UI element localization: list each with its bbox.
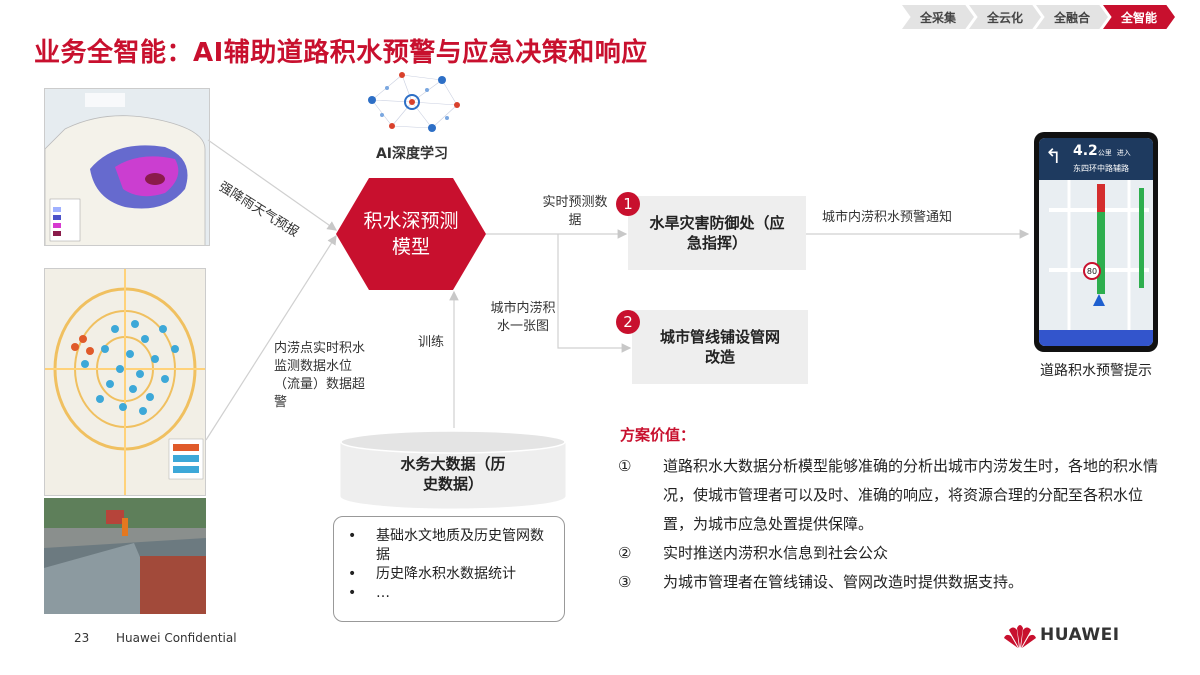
breadcrumb-item-intelligence[interactable]: 全智能 — [1103, 5, 1175, 29]
phone-screen: ↰ 4.2公里 进入 东四环中路辅路 75 80 — [1039, 138, 1153, 346]
ai-neural-network-icon — [352, 60, 472, 140]
value-item-number: ③ — [618, 573, 632, 591]
rain-forecast-label: 强降雨天气预报 — [215, 179, 302, 241]
confidential-label: Huawei Confidential — [116, 631, 237, 645]
value-item: ② 实时推送内涝积水信息到社会公众 — [618, 539, 1170, 568]
decision-box-emergency: 水旱灾害防御处（应急指挥） — [628, 196, 806, 270]
decision-badge-1: 1 — [616, 192, 640, 216]
bigdata-title: 水务大数据（历史数据） — [340, 454, 566, 494]
speed-limit-badge-2: 80 — [1083, 262, 1101, 280]
page-title: 业务全智能：AI辅助道路积水预警与应急决策和响应 — [34, 38, 648, 68]
page-number: 23 — [74, 631, 90, 645]
training-label: 训练 — [418, 335, 445, 350]
waterlogging-depth-model: 积水深预测模型 — [336, 178, 486, 290]
bigdata-title-text: 水务大数据（历史数据） — [400, 455, 506, 493]
turn-arrow-icon: ↰ — [1045, 144, 1062, 168]
huawei-logo-icon — [1004, 625, 1036, 648]
realtime-monitor-label: 内涝点实时积水监测数据水位（流量）数据超警 — [274, 341, 366, 410]
map-roads — [1039, 180, 1153, 330]
nav-distance: 4.2公里 进入 — [1073, 143, 1131, 159]
value-title: 方案价值： — [620, 426, 696, 444]
phone-caption: 道路积水预警提示 — [1040, 363, 1152, 379]
nav-bar: ↰ 4.2公里 进入 东四环中路辅路 — [1039, 138, 1153, 180]
value-item-text: 为城市管理者在管线铺设、管网改造时提供数据支持。 — [663, 573, 1024, 591]
flood-map-label: 城市内涝积水一张图 — [490, 301, 556, 334]
flooded-street-photo — [44, 498, 206, 614]
list-item: … — [348, 584, 556, 603]
value-list: ① 道路积水大数据分析模型能够准确的分析出城市内涝发生时，各地的积水情况，使城市… — [618, 452, 1170, 597]
water-bigdata-database — [340, 430, 566, 509]
rain-forecast-map-image — [44, 88, 210, 246]
city-waterlogging-map-image — [44, 268, 206, 496]
bigdata-list: 基础水文地质及历史管网数据 历史降水积水数据统计 … — [333, 516, 565, 622]
breadcrumb: 全采集 全云化 全融合 全智能 — [902, 5, 1175, 29]
value-item-number: ② — [618, 544, 632, 562]
value-item-text: 实时推送内涝积水信息到社会公众 — [663, 544, 889, 562]
breadcrumb-item-fusion[interactable]: 全融合 — [1036, 5, 1108, 29]
model-label: 积水深预测模型 — [363, 210, 459, 258]
nav-road-name: 东四环中路辅路 — [1073, 164, 1129, 173]
value-item: ① 道路积水大数据分析模型能够准确的分析出城市内涝发生时，各地的积水情况，使城市… — [618, 452, 1170, 539]
value-item: ③ 为城市管理者在管线铺设、管网改造时提供数据支持。 — [618, 568, 1170, 597]
decision-box-pipeline: 城市管线铺设管网改造 — [632, 310, 808, 384]
flood-alert-bar — [1039, 330, 1153, 346]
breadcrumb-item-cloud[interactable]: 全云化 — [969, 5, 1041, 29]
breadcrumb-item-collect[interactable]: 全采集 — [902, 5, 974, 29]
list-item: 历史降水积水数据统计 — [348, 565, 556, 584]
value-item-text: 道路积水大数据分析模型能够准确的分析出城市内涝发生时，各地的积水情况，使城市管理… — [663, 457, 1159, 533]
phone-navigation-mockup: ↰ 4.2公里 进入 东四环中路辅路 75 80 — [1034, 132, 1158, 352]
realtime-prediction-label: 实时预测数据 — [542, 195, 608, 228]
list-item: 基础水文地质及历史管网数据 — [348, 527, 556, 565]
decision-badge-2: 2 — [616, 310, 640, 334]
huawei-brand-text: HUAWEI — [1040, 625, 1120, 645]
value-item-number: ① — [618, 457, 632, 475]
ai-deep-learning-label: AI深度学习 — [375, 146, 449, 162]
warning-notice-label: 城市内涝积水预警通知 — [822, 210, 953, 225]
decision-text-emergency: 水旱灾害防御处（应急指挥） — [649, 214, 785, 252]
decision-text-pipeline: 城市管线铺设管网改造 — [660, 328, 781, 366]
